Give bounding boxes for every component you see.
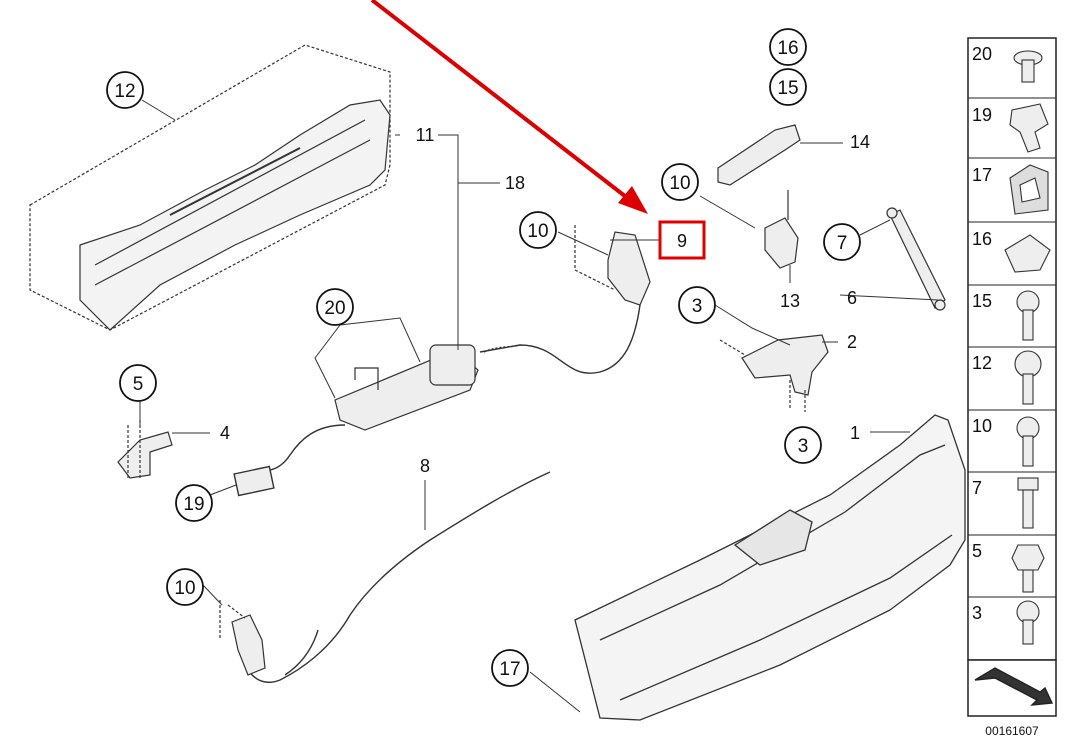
panel-label-20: 20 — [972, 44, 992, 64]
highlight-box-9: 9 — [658, 220, 706, 260]
label-2: 2 — [847, 332, 857, 352]
svg-text:16: 16 — [777, 38, 798, 59]
orientation-arrow-icon — [974, 667, 1054, 706]
bolt-5-icon — [1011, 544, 1045, 593]
callout-16: 16 — [769, 28, 807, 66]
screw-12-icon — [1014, 350, 1042, 405]
screw-10-icon — [1016, 416, 1040, 467]
svg-text:3: 3 — [692, 296, 703, 317]
svg-text:10: 10 — [669, 173, 690, 194]
part-14-handle — [717, 124, 801, 186]
cap-16-icon — [1004, 234, 1051, 273]
label-14: 14 — [850, 132, 870, 152]
reference-number: 00161607 — [985, 724, 1039, 738]
callout-17: 17 — [491, 649, 529, 687]
part-13-latch — [764, 190, 799, 269]
part-20-actuator — [334, 344, 479, 431]
part-1-trim-panel — [574, 414, 966, 721]
callout-10-right: 10 — [661, 163, 699, 201]
panel-label-5: 5 — [972, 541, 982, 561]
callout-3-lower: 3 — [784, 426, 822, 464]
leader-lines — [139, 99, 939, 713]
callout-3-upper: 3 — [678, 286, 716, 324]
callout-10-upper: 10 — [519, 211, 557, 249]
svg-text:7: 7 — [837, 233, 848, 254]
plain-labels: 11 18 4 8 14 13 6 2 1 — [220, 125, 870, 476]
panel-label-10: 10 — [972, 416, 992, 436]
callout-19: 19 — [175, 484, 213, 522]
callout-20: 20 — [316, 288, 354, 326]
callout-7: 7 — [823, 223, 861, 261]
highlight-arrow — [370, 0, 648, 214]
cable-8 — [247, 471, 551, 684]
label-11: 11 — [416, 125, 435, 145]
svg-text:19: 19 — [183, 494, 204, 515]
svg-text:9: 9 — [677, 231, 687, 251]
part-2-hinge — [719, 334, 829, 412]
panel-label-16: 16 — [972, 229, 992, 249]
label-6: 6 — [847, 288, 857, 308]
label-8: 8 — [420, 456, 430, 476]
callouts: 12 20 5 19 10 10 10 16 15 7 3 3 17 — [106, 28, 861, 687]
svg-text:10: 10 — [527, 221, 548, 242]
cap-17-icon — [1009, 164, 1049, 215]
bolt-7-icon — [1017, 477, 1039, 529]
svg-text:12: 12 — [114, 81, 135, 102]
callout-12: 12 — [106, 71, 144, 109]
svg-text:17: 17 — [499, 659, 520, 680]
callout-10-lower: 10 — [166, 568, 204, 606]
panel-label-7: 7 — [972, 478, 982, 498]
panel-label-12: 12 — [972, 353, 992, 373]
svg-text:10: 10 — [174, 578, 195, 599]
cable-18 — [479, 304, 641, 374]
part-12-tray — [29, 44, 391, 331]
fastener-panel: 20 19 17 16 15 12 10 7 5 3 — [967, 37, 1057, 717]
label-13: 13 — [780, 291, 800, 311]
label-4: 4 — [220, 423, 230, 443]
harness-19 — [233, 424, 346, 497]
clip-19-icon — [1009, 103, 1049, 153]
part-9-lock — [574, 225, 651, 306]
screw-15-icon — [1016, 290, 1040, 341]
panel-label-19: 19 — [972, 105, 992, 125]
screw-3-icon — [1016, 600, 1040, 645]
svg-text:3: 3 — [798, 436, 809, 457]
label-1: 1 — [850, 423, 860, 443]
callout-5: 5 — [119, 364, 157, 402]
svg-text:5: 5 — [133, 374, 144, 395]
part-4-bracket — [117, 420, 173, 479]
part-6-gas-strut — [886, 207, 946, 311]
label-18: 18 — [505, 173, 525, 193]
screw-20-icon — [1013, 50, 1043, 83]
svg-text:15: 15 — [777, 78, 798, 99]
callout-15: 15 — [769, 68, 807, 106]
part-lower-lock — [219, 600, 266, 676]
panel-label-15: 15 — [972, 291, 992, 311]
svg-text:20: 20 — [324, 298, 345, 319]
panel-label-17: 17 — [972, 165, 992, 185]
panel-label-3: 3 — [972, 603, 982, 623]
